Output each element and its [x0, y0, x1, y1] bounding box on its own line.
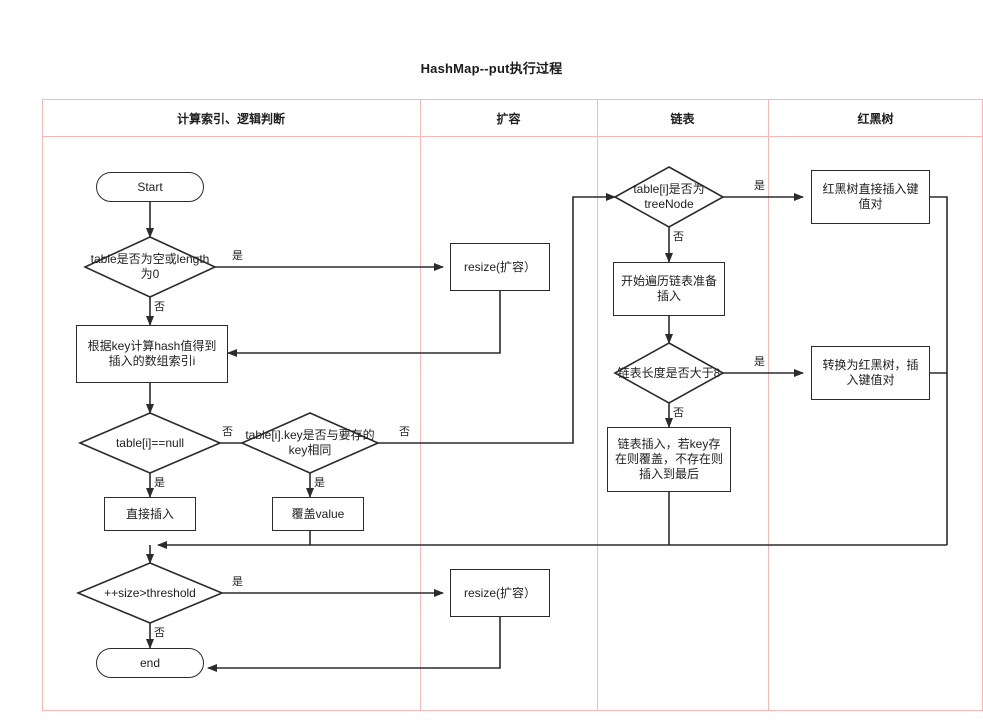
swimlane-divider-2	[597, 99, 598, 711]
node-size-threshold[interactable]: ++size>threshold	[75, 562, 225, 624]
node-compute-hash[interactable]: 根据key计算hash值得到插入的数组索引i	[76, 325, 228, 383]
edge-label-table-empty-yes: 是	[232, 250, 243, 262]
edge-label-size-threshold-yes: 是	[232, 576, 243, 588]
node-list-insert[interactable]: 链表插入，若key存在则覆盖，不存在则插入到最后	[607, 427, 731, 492]
edge-label-is-treenode-no: 否	[673, 231, 684, 243]
edge-label-size-threshold-no: 否	[154, 627, 165, 639]
swimlane-header-resize: 扩容	[496, 112, 521, 126]
node-is-treenode[interactable]: table[i]是否为treeNode	[613, 166, 725, 228]
node-table-i-null[interactable]: table[i]==null	[77, 412, 223, 474]
swimlane-header-red-black-tree: 红黑树	[857, 112, 894, 126]
edge-label-table-empty-no: 否	[154, 301, 165, 313]
node-resize-top[interactable]: resize(扩容）	[450, 243, 550, 291]
edge-label-key-same-no: 否	[399, 426, 410, 438]
node-table-empty-check[interactable]: table是否为空或length为0	[83, 236, 217, 298]
edge-label-list-gt8-no: 否	[673, 407, 684, 419]
edge-label-is-treenode-yes: 是	[754, 180, 765, 192]
node-list-length-gt8[interactable]: 链表长度是否大于8	[613, 342, 725, 404]
node-traverse-list[interactable]: 开始遍历链表准备插入	[613, 262, 725, 316]
node-direct-insert[interactable]: 直接插入	[104, 497, 196, 531]
swimlane-header-linked-list: 链表	[670, 112, 695, 126]
swimlane-header-compute-index: 计算索引、逻辑判断	[176, 112, 285, 126]
node-key-same-check[interactable]: table[i].key是否与要存的key相同	[240, 412, 380, 474]
page-title: HashMap--put执行过程	[420, 61, 563, 76]
node-overwrite-value[interactable]: 覆盖value	[272, 497, 364, 531]
edge-label-table-i-null-no: 否	[222, 426, 233, 438]
swimlane-divider-3	[768, 99, 769, 711]
node-end[interactable]: end	[96, 648, 204, 678]
edge-label-list-gt8-yes: 是	[754, 356, 765, 368]
edge-label-key-same-yes: 是	[314, 477, 325, 489]
node-rbtree-direct-insert[interactable]: 红黑树直接插入键值对	[811, 170, 930, 224]
node-start[interactable]: Start	[96, 172, 204, 202]
swimlane-divider-1	[420, 99, 421, 711]
node-resize-bottom[interactable]: resize(扩容）	[450, 569, 550, 617]
node-convert-to-rbtree[interactable]: 转换为红黑树，插入键值对	[811, 346, 930, 400]
swimlane-header-divider	[42, 136, 983, 137]
edge-label-table-i-null-yes: 是	[154, 477, 165, 489]
